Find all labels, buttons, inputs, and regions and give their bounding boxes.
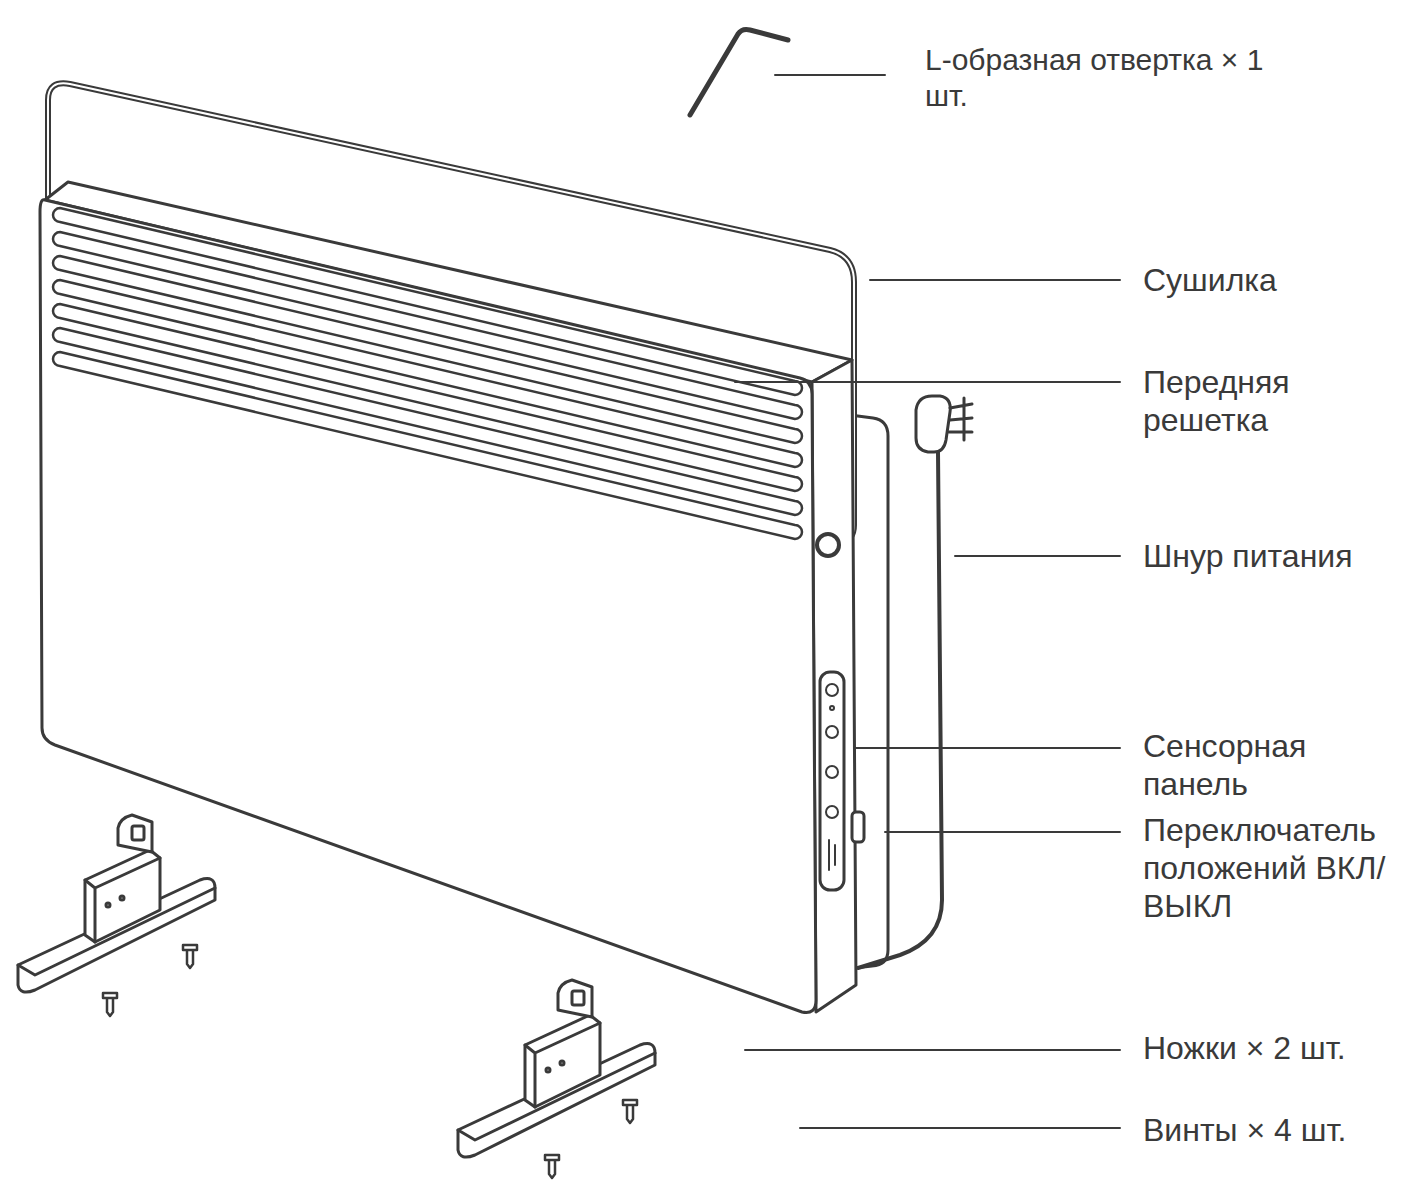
foot-block [85,850,160,942]
part-label: Сушилка [1143,261,1277,299]
grille-slot [53,328,802,515]
part-label: Шнур питания [1143,537,1353,575]
rack-mount [817,534,839,556]
foot-hole [106,903,110,907]
touch-indicator [829,840,835,870]
foot-hole [120,896,124,900]
front-grille [53,208,802,539]
foot [18,815,215,992]
screw [545,1155,559,1178]
touch-button [826,806,838,818]
part-label: L-образная отвертка × 1 шт. [925,42,1270,114]
touch-button [826,684,838,696]
power-plug [916,396,950,452]
touch-button [826,766,838,778]
touch-buttons [826,684,838,870]
power-switch [852,812,864,842]
part-label: Сенсорная панель [1143,727,1408,803]
foot-clip [118,815,152,852]
leader-line [885,831,1120,833]
screw [623,1100,637,1123]
leader-line [955,555,1120,557]
leader-line [870,279,1120,281]
touch-dot [830,706,834,710]
screw [103,993,117,1016]
foot-hole [546,1068,550,1072]
leader-line [800,1127,1120,1129]
part-label: Ножки × 2 шт. [1143,1029,1346,1067]
leader-line [775,74,885,76]
foot-block-edge [525,1023,600,1107]
foot-block-edge [85,858,160,942]
foot-block [525,1015,600,1107]
part-label: Переключатель положений ВКЛ/ВЫКЛ [1143,811,1408,925]
grille-slot [53,352,802,539]
l-screwdriver [690,30,788,116]
touch-button [826,726,838,738]
leader-line [745,1049,1120,1051]
leader-line [855,747,1120,749]
foot-clip-slot [132,826,144,840]
leader-lines [735,75,1120,1128]
foot [458,980,655,1157]
plug-prongs [949,398,972,440]
screw [183,945,197,968]
part-label: Передняя решетка [1143,363,1408,439]
foot-hole [560,1061,564,1065]
power-cord [858,452,942,968]
leader-line [735,381,1120,383]
touch-panel [820,672,844,890]
part-label: Винты × 4 шт. [1143,1111,1346,1149]
foot-clip [558,980,592,1017]
heater-front [40,200,816,1013]
screws [103,945,637,1178]
foot-clip-slot [572,991,584,1005]
heater-side [812,360,856,1012]
grille-slot [53,304,802,491]
